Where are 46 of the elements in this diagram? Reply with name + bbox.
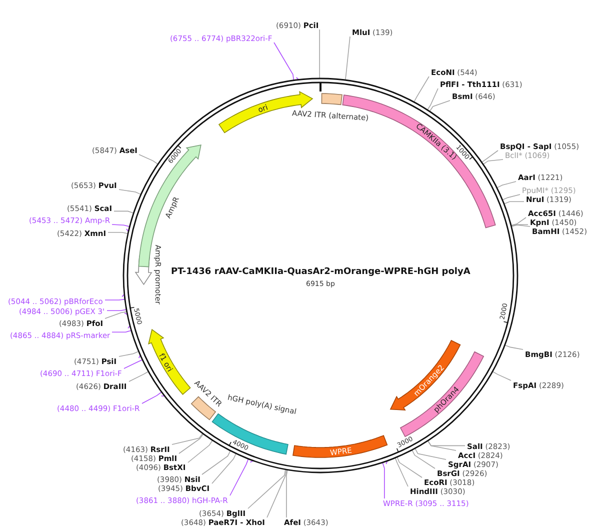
leader-line	[266, 469, 287, 518]
leader-line	[504, 201, 524, 204]
leader-line	[212, 453, 236, 484]
leader-line	[319, 29, 320, 79]
leader-line	[510, 217, 526, 226]
leader-line	[202, 450, 231, 475]
leader-line	[344, 36, 350, 80]
leader-line	[510, 224, 528, 227]
leader-line	[396, 456, 422, 478]
leader-line	[414, 76, 430, 102]
leader-line	[504, 344, 524, 350]
leader-line	[412, 450, 436, 469]
leader-line	[492, 371, 512, 381]
leader-line	[114, 210, 134, 214]
leader-line	[382, 460, 388, 499]
leader-line	[104, 311, 128, 319]
leader-line	[112, 325, 132, 333]
leader-line	[178, 434, 204, 454]
leader-line	[106, 309, 128, 315]
leader-line	[429, 100, 450, 112]
leader-line	[427, 440, 456, 451]
map-title: PT-1436 rAAV-CaMKIIa-QuasAr2-mOrange-WPRE-hGH polyA	[171, 266, 470, 278]
leader-line	[482, 159, 504, 165]
leader-line	[230, 458, 254, 496]
leader-line	[286, 469, 288, 518]
leader-line	[414, 448, 446, 460]
leader-line	[274, 42, 300, 81]
leader-line	[502, 194, 520, 200]
leader-line	[138, 154, 158, 165]
leader-line	[188, 440, 213, 463]
leader-line	[108, 232, 128, 234]
leader-line	[172, 433, 204, 445]
leader-line	[394, 457, 408, 487]
leader-line	[118, 351, 140, 357]
leader-line	[510, 224, 530, 227]
leader-line	[112, 224, 130, 232]
leader-line	[426, 88, 438, 110]
leader-line	[496, 181, 516, 188]
leader-line	[481, 150, 498, 163]
leader-line	[427, 440, 466, 446]
leader-line	[118, 189, 142, 195]
leader-line	[142, 392, 166, 404]
leader-line	[248, 468, 286, 509]
leader-line	[104, 294, 126, 300]
leader-line	[124, 354, 143, 369]
leader-line	[128, 371, 149, 382]
